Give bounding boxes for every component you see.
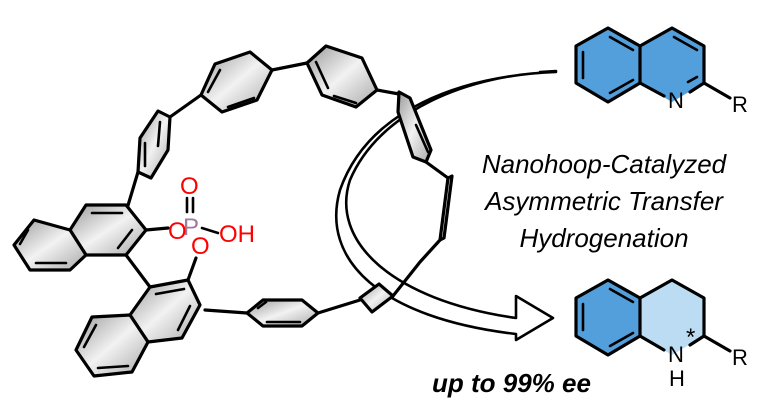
hydroxyl-group: OH — [219, 221, 255, 248]
substituent-r: R — [732, 92, 748, 117]
nitrogen-atom: N — [668, 342, 684, 367]
enantioselectivity-label: up to 99% ee — [432, 368, 591, 398]
oxygen-ester-atom: O — [168, 218, 187, 245]
stereocenter-marker: * — [686, 324, 695, 351]
binol-backbone — [12, 203, 202, 378]
phenylene-ring — [438, 174, 454, 242]
phosphorus-atom: P — [183, 214, 199, 241]
substituent-r: R — [732, 345, 748, 370]
title-line-1: Nanohoop-Catalyzed — [481, 149, 727, 179]
oxygen-ester-atom: O — [191, 233, 210, 260]
title-line-2: Asymmetric Transfer — [485, 186, 723, 216]
phenylene-ring — [136, 109, 172, 180]
nanohoop-macrocycle — [124, 44, 454, 328]
substrate-quinoline: N R — [538, 26, 748, 117]
nitrogen-atom: N — [668, 88, 684, 113]
oxygen-double-atom: O — [180, 173, 199, 200]
phosphoric-acid-group: O P O O OH — [168, 173, 255, 260]
hydrogen-atom: H — [669, 366, 685, 391]
title-line-3: Hydrogenation — [519, 223, 689, 253]
reaction-title: Nanohoop-Catalyzed Asymmetric Transfer H… — [448, 146, 760, 257]
product-tetrahydroquinoline: N H * R — [574, 278, 748, 391]
reaction-arrow — [334, 70, 558, 342]
naphthalene-ring — [12, 218, 88, 272]
